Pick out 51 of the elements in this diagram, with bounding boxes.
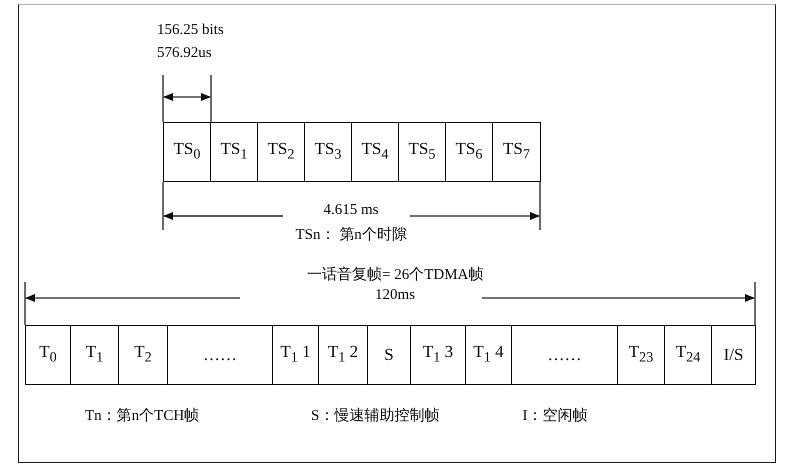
frame-slot [272,325,319,385]
slot-label: …… [203,346,237,364]
frame-slot [465,325,512,385]
legend-note: I：空闲帧 [522,406,588,425]
slot-label: S [384,346,394,364]
slot-label: TS$_{2}$ [268,140,294,164]
frame-slot [70,325,119,385]
frame-slot [25,325,71,385]
frame-slot [304,122,352,182]
slot-label: T$_{1}$ [86,343,104,367]
frame-slot [163,122,211,182]
slot-label: TS$_{1}$ [220,140,248,164]
slot-label: TS$_{7}$ [503,140,530,164]
dimension-label: 4.615 ms [324,202,379,219]
frame-slot [257,122,305,182]
frame-slot [445,122,493,182]
frame-slot [118,325,168,385]
frame-slot [318,325,368,385]
frame-slot [492,122,541,182]
slot-label: T$_{2}$ [134,343,152,367]
frame-slot [511,325,618,385]
legend-note: S：慢速辅助控制帧 [311,406,440,425]
dimension-label: 576.92us [157,45,212,62]
frame-slot [167,325,273,385]
dimension-label: 一话音复帧= 26个TDMA帧 [307,265,484,284]
frame-slot [210,122,258,182]
slot-label: T$_{1}$ 4 [473,343,504,367]
dimension-label: 156.25 bits [157,22,224,39]
dimension-label: 120ms [375,287,416,304]
frame-slot [664,325,712,385]
legend-note: Tn：第n个TCH帧 [85,406,200,425]
frame-slot [617,325,665,385]
legend-note: TSn： 第n个时隙 [296,226,407,244]
slot-label: TS$_{3}$ [314,140,342,164]
slot-label: TS$_{6}$ [456,140,482,164]
slot-label: T$_{1}$ 3 [422,343,454,367]
frame-slot [711,325,756,385]
slot-label: …… [548,346,582,364]
frame-slot [410,325,466,385]
slot-label: TS$_{4}$ [362,140,388,164]
slot-label: T$_{1}$ 2 [328,343,358,367]
slot-label: T$_{1}$ 1 [280,343,311,367]
slot-label: T$_{23}$ [628,343,654,367]
frame-slot [351,122,399,182]
slot-label: I/S [724,346,744,364]
frame-slot [367,325,411,385]
slot-label: TS$_{0}$ [174,140,200,164]
slot-label: T$_{0}$ [39,343,57,367]
frame-slot [398,122,446,182]
slot-label: T$_{24}$ [676,343,700,367]
slot-label: TS$_{5}$ [408,140,436,164]
